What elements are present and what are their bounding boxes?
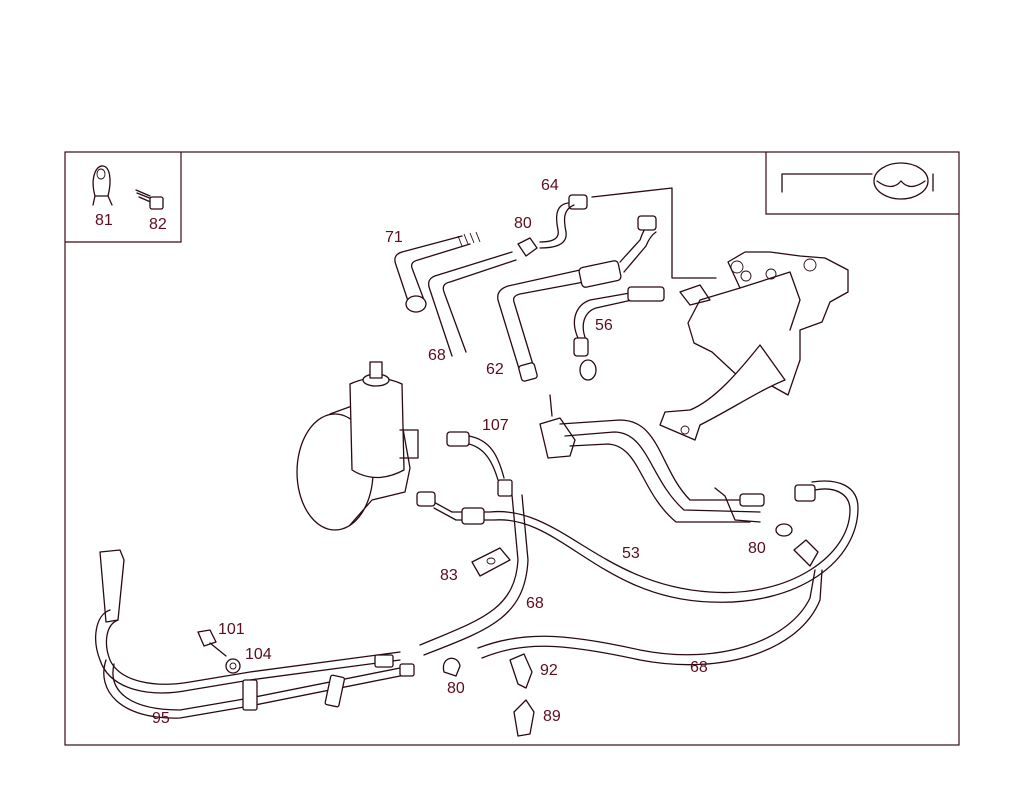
grommet-83 [471,547,511,577]
pipe-64 [539,194,588,249]
callout-68-lower: 68 [690,659,708,676]
callout-107: 107 [482,417,509,434]
washer-104 [225,658,241,674]
callout-80-upper: 80 [514,215,532,232]
callout-83: 83 [440,567,458,584]
fitting-80-upper [517,237,538,257]
steering-wheel-icon [781,162,934,200]
callout-53: 53 [622,545,640,562]
pipe-bracket-assembly [539,394,793,537]
callout-80-lower: 80 [447,680,465,697]
bolt-101 [197,629,227,657]
pipe-56 [573,286,665,381]
clip-81 [92,165,113,206]
callout-68-middle: 68 [526,595,544,612]
steering-gearbox [659,251,849,441]
hose-62 [497,215,657,382]
callout-82: 82 [149,216,167,233]
fitting-107 [446,431,513,497]
hose-68-lower [477,539,823,666]
clamp-80-lower [442,657,461,677]
hose-68-middle [419,494,529,656]
callout-81: 81 [95,212,113,229]
callout-71: 71 [385,229,403,246]
hose-71 [394,231,481,313]
power-steering-pump [296,361,419,531]
hose-53 [416,480,859,603]
fitting-92 [509,653,533,689]
callout-92: 92 [540,662,558,679]
callout-80-right: 80 [748,540,766,557]
inset-box-small-parts [65,152,182,243]
callout-95: 95 [152,710,170,727]
callout-89: 89 [543,708,561,725]
callout-64: 64 [541,177,559,194]
diagram-frame [64,151,960,746]
logo-box [765,152,959,215]
hose-68-upper [427,251,517,357]
callout-104: 104 [245,646,272,663]
cooler-tube-95 [95,549,415,719]
callout-56: 56 [595,317,613,334]
bolt-82 [135,189,164,210]
leader-line-64 [591,187,717,279]
callout-62: 62 [486,361,504,378]
callout-101: 101 [218,621,245,638]
fitting-89 [513,699,535,737]
callout-68-upper: 68 [428,347,446,364]
